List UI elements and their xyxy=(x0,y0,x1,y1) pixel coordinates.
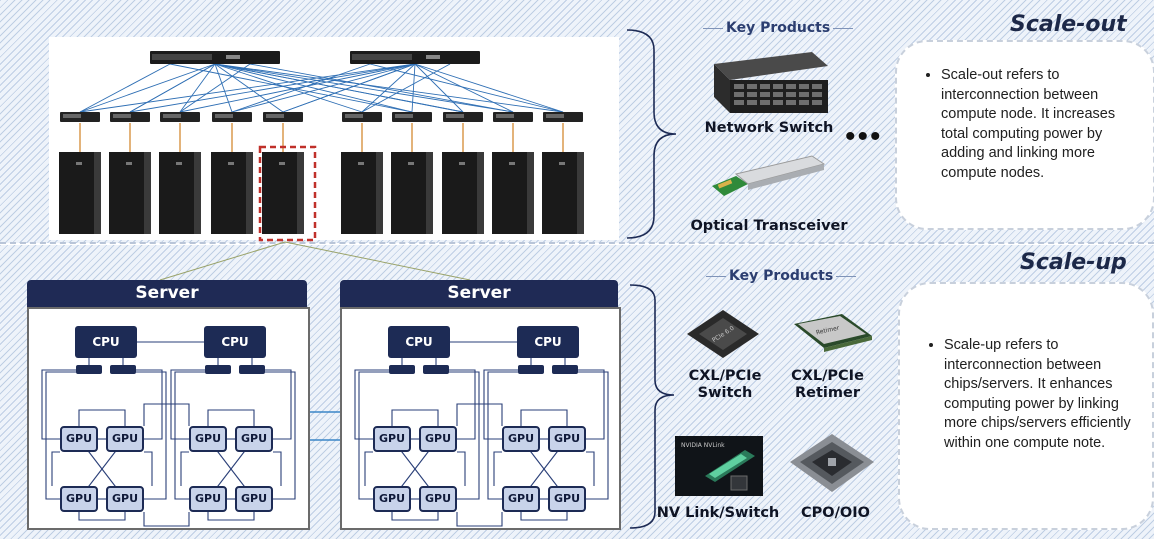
scale-out-description-box: Scale-out refers to interconnection betw… xyxy=(895,40,1154,230)
scale-out-title: Scale-out xyxy=(1010,12,1127,37)
pcie-switch-chip-image: PCIe 6.0 xyxy=(687,310,759,358)
cpu-port xyxy=(110,365,136,374)
gpu-chip: GPU xyxy=(106,486,144,512)
svg-text:NVIDIA NVLink: NVIDIA NVLink xyxy=(681,442,725,449)
gpu-chip: GPU xyxy=(60,486,98,512)
gpu-chip: GPU xyxy=(189,486,227,512)
scale-up-title: Scale-up xyxy=(1020,250,1127,275)
cpo-image xyxy=(790,434,874,492)
optical-transceiver-label: Optical Transceiver xyxy=(690,218,848,234)
server-2-header: Server xyxy=(340,280,618,307)
gpu-chip: GPU xyxy=(235,486,273,512)
scale-up-description: Scale-up refers to interconnection betwe… xyxy=(944,336,1142,453)
gpu-chip: GPU xyxy=(189,426,227,452)
cpu-chip: CPU xyxy=(517,326,579,358)
section-divider xyxy=(0,242,1154,244)
cxl-pcie-retimer-label: CXL/PCIe Retimer xyxy=(791,368,864,401)
gpu-chip: GPU xyxy=(235,426,273,452)
pcie-retimer-chip-image: Retimer xyxy=(794,314,872,352)
cpu-port xyxy=(205,365,231,374)
network-switch-label: Network Switch xyxy=(704,120,834,136)
scale-up-description-box: Scale-up refers to interconnection betwe… xyxy=(898,282,1154,530)
scale-out-key-products-title: Key Products xyxy=(700,20,856,36)
gpu-chip: GPU xyxy=(60,426,98,452)
cpu-port xyxy=(76,365,102,374)
gpu-chip: GPU xyxy=(106,426,144,452)
cpu-chip: CPU xyxy=(204,326,266,358)
cpu-chip: CPU xyxy=(388,326,450,358)
gpu-chip: GPU xyxy=(419,426,457,452)
cpu-port xyxy=(239,365,265,374)
gpu-chip: GPU xyxy=(548,426,586,452)
server-1-header: Server xyxy=(27,280,307,307)
scale-out-description: Scale-out refers to interconnection betw… xyxy=(941,66,1139,183)
cpu-chip: CPU xyxy=(75,326,137,358)
svg-text:Retimer: Retimer xyxy=(815,325,840,337)
network-switch-image xyxy=(714,52,828,113)
cpu-port xyxy=(389,365,415,374)
cpu-port xyxy=(552,365,578,374)
cluster-panel xyxy=(49,37,619,240)
cpu-port xyxy=(518,365,544,374)
gpu-chip: GPU xyxy=(419,486,457,512)
gpu-chip: GPU xyxy=(373,486,411,512)
nvlink-switch-label: NV Link/Switch xyxy=(656,505,780,521)
gpu-chip: GPU xyxy=(548,486,586,512)
gpu-chip: GPU xyxy=(502,486,540,512)
cxl-pcie-switch-label: CXL/PCIe Switch xyxy=(688,368,762,401)
optical-transceiver-image xyxy=(712,155,826,196)
cpu-port xyxy=(423,365,449,374)
scale-up-key-products-title: Key Products xyxy=(703,268,859,284)
more-products-ellipsis: ••• xyxy=(845,120,883,153)
gpu-chip: GPU xyxy=(373,426,411,452)
cpo-oio-label: CPO/OIO xyxy=(801,505,870,521)
nvlink-image: NVIDIA NVLink xyxy=(675,436,763,496)
gpu-chip: GPU xyxy=(502,426,540,452)
